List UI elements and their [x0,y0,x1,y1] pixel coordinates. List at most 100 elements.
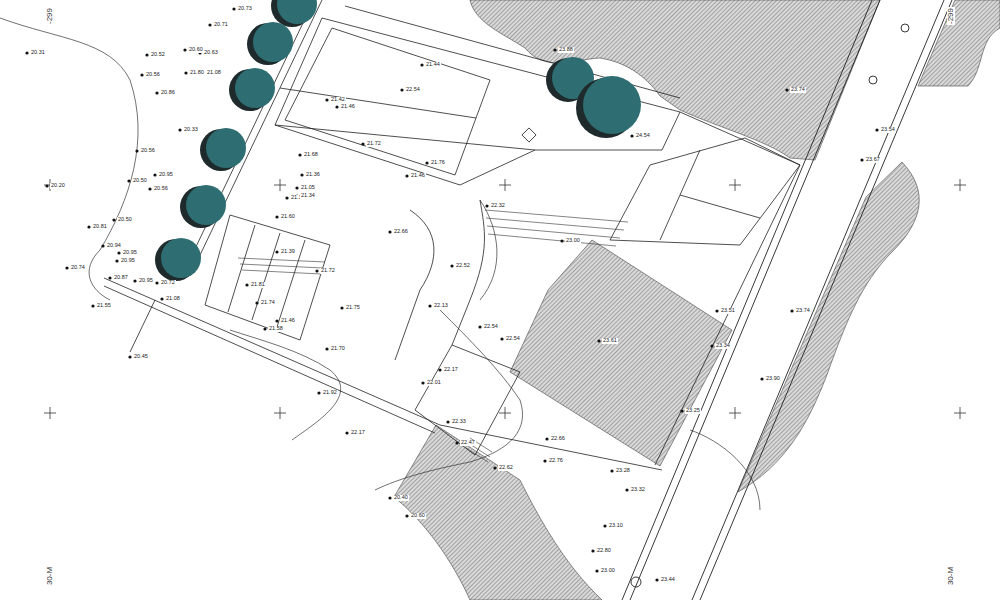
spot-point [400,88,403,91]
spot-point [388,496,391,499]
spot-elevation: 22.01 [426,380,442,386]
spot-point [135,149,138,152]
spot-elevation: 20.33 [183,127,199,133]
spot-point [446,420,449,423]
spot-point [493,466,496,469]
tree [155,238,201,281]
parking [660,150,700,240]
spot-elevation: 20.81 [92,224,108,230]
spot-elevation: 20.86 [160,90,176,96]
spot-point [543,459,546,462]
spot-elevation: 21.05 [300,185,316,191]
spot-point [115,259,118,262]
spot-elevation: 20.50 [132,178,148,184]
parking [680,195,760,218]
spot-elevation: 20.50 [117,217,133,223]
spot-elevation: 21.46 [280,318,296,324]
spot-point [405,514,408,517]
step [242,270,321,274]
tree [247,22,293,65]
grid-coordinate: 30-M [46,566,54,586]
spot-point [345,431,348,434]
manhole [631,577,641,587]
step [240,264,323,268]
spot-point [112,218,115,221]
spot-elevation: 20.52 [150,52,166,58]
spot-elevation: 21.92 [322,390,338,396]
spot-elevation: 21.58 [268,326,284,332]
terrace [205,215,330,340]
road [622,0,952,600]
step [238,258,325,262]
spot-point [295,186,298,189]
spot-point [153,173,156,176]
spot-elevation: 23.32 [630,487,646,493]
spot-elevation: 23.90 [765,376,781,382]
spot-point [591,549,594,552]
spot-point [630,134,633,137]
boundary-line [104,278,440,425]
spot-point [860,158,863,161]
spot-point [45,184,48,187]
spot-point [325,347,328,350]
spot-elevation: 20.63 [203,50,219,56]
building-wall [280,88,476,118]
grid-coordinate: -299 [46,7,54,25]
spot-point [285,196,288,199]
spot-elevation: 20.45 [133,354,149,360]
spot-elevation: 21.44 [425,62,441,68]
spot-elevation: 21.36 [305,172,321,178]
spot-elevation: 20.95 [138,278,154,284]
spot-elevation: 20.60 [188,47,204,53]
spot-point [178,128,181,131]
spot-point [340,306,343,309]
spot-elevation: 21.76 [430,160,446,166]
spot-elevation: 23.67 [865,157,881,163]
hatched-area [510,240,732,466]
spot-point [127,179,130,182]
spot-points [25,7,878,581]
spot-point [335,105,338,108]
spot-point [160,297,163,300]
spot-elevation: 22.47 [460,440,476,446]
road-edge [630,0,880,600]
spot-point [785,88,788,91]
spot-point [232,7,235,10]
spot-point [597,339,600,342]
contour-line [375,310,523,490]
hatched-area [918,0,1000,86]
spot-elevation: 22.62 [498,465,514,471]
spot-elevation: 21.80 [189,70,205,76]
spot-elevation: 21.75 [345,305,361,311]
tree [229,68,275,111]
spot-elevation: 20.94 [106,243,122,249]
spot-elevation: 22.32 [490,203,506,209]
spot-point [715,309,718,312]
boundary-line [440,425,662,470]
boundary-line [130,300,155,352]
step [486,218,624,230]
spot-point [300,173,303,176]
spot-point [87,225,90,228]
spot-elevation: 23.28 [615,468,631,474]
spot-elevation: 21.08 [165,296,181,302]
spot-elevation: 23.25 [685,408,701,414]
spot-elevation: 20.56 [153,186,169,192]
spot-point [128,355,131,358]
grid-cross [44,179,966,191]
spot-point [361,142,364,145]
spot-elevation: 21.74 [260,300,276,306]
spot-elevation: 23.61 [602,338,618,344]
ramp [452,200,484,345]
spot-point [184,71,187,74]
spot-point [710,344,713,347]
contour-line [0,18,138,300]
spot-point [420,63,423,66]
spot-elevation: 22.54 [405,87,421,93]
terrace [252,233,280,320]
spot-point [553,48,556,51]
spot-elevation: 21.81 [250,282,266,288]
spot-point [603,524,606,527]
spot-elevation: 20.56 [140,148,156,154]
spot-point [438,368,441,371]
